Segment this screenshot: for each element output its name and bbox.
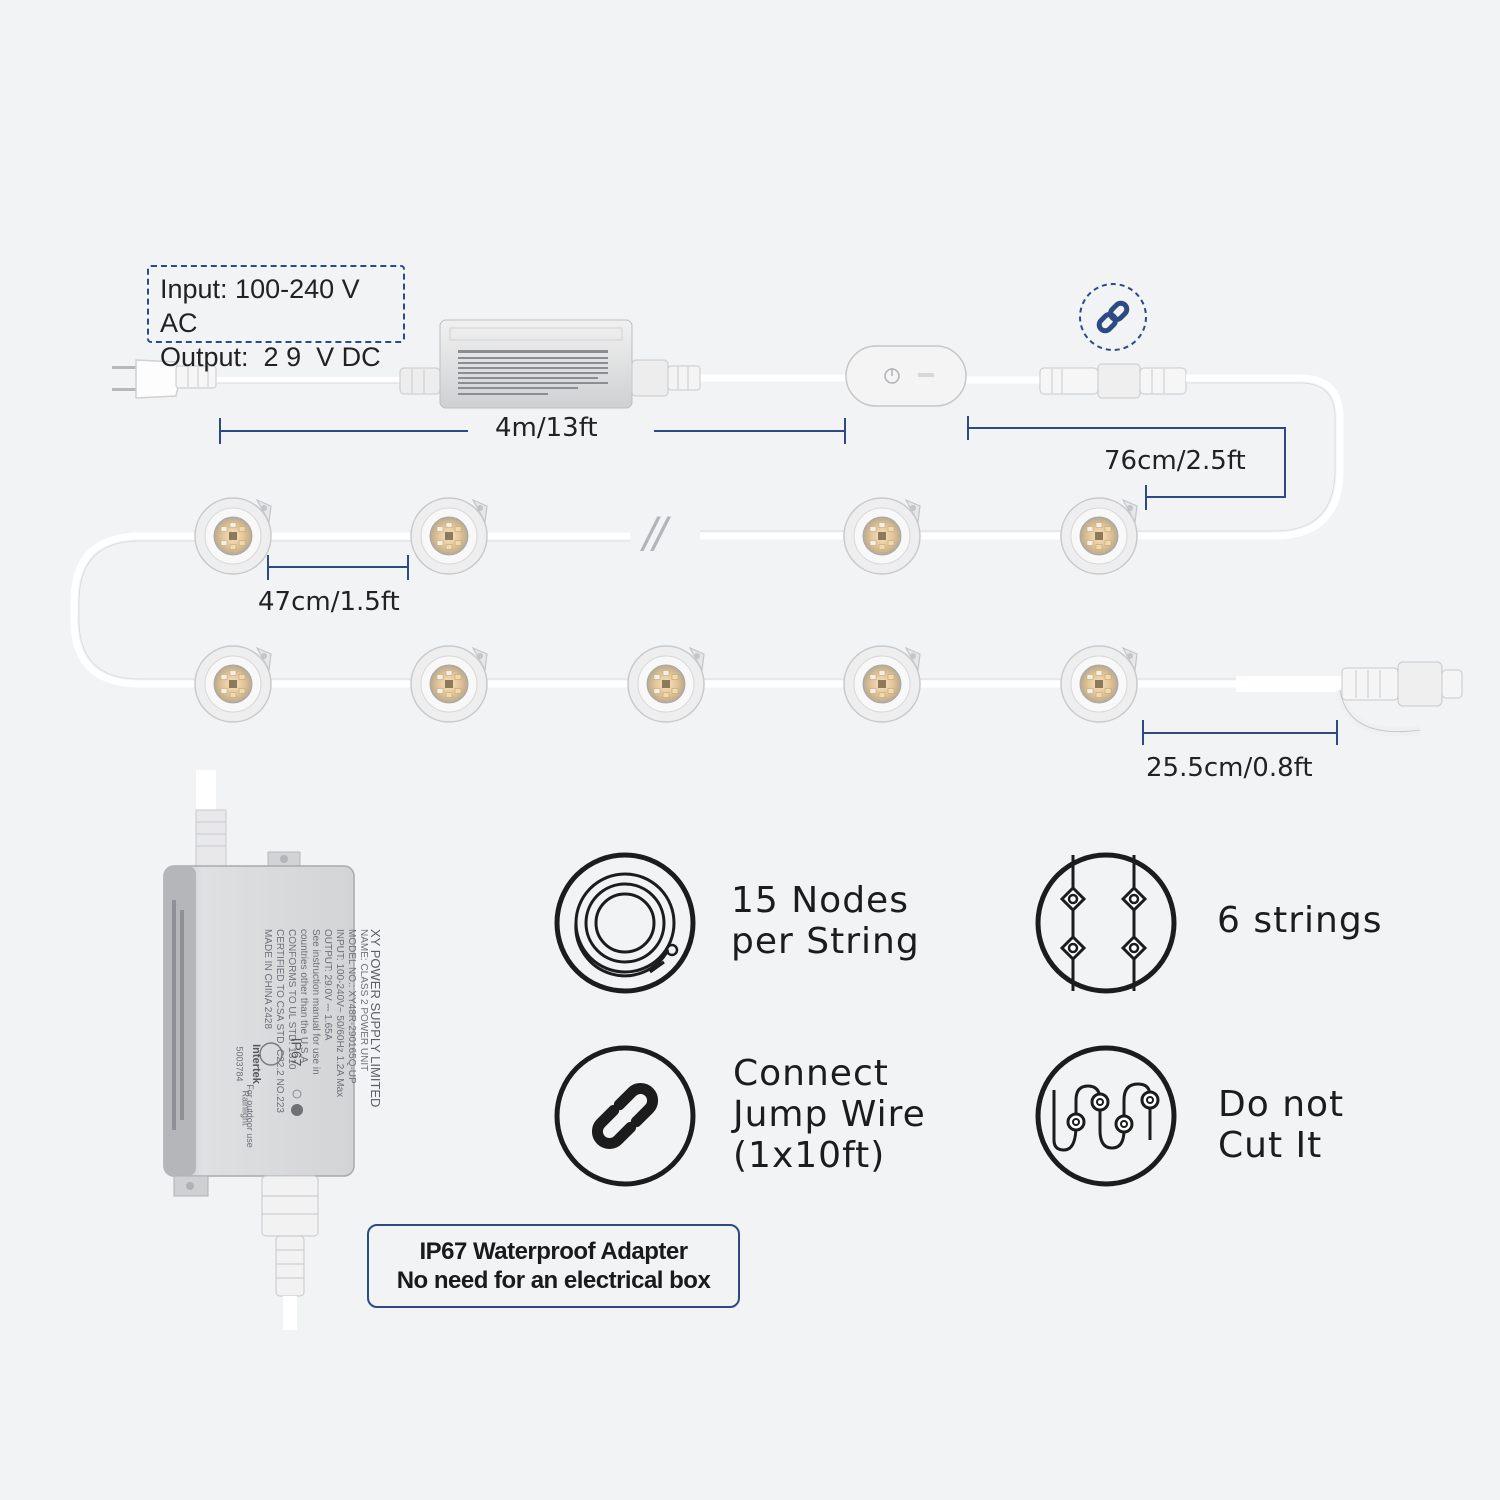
adapter-line-9: MADE IN CHINA 2428 [262,929,273,1030]
adapter-label: XY POWER SUPPLY LIMITED NAME: CLASS 2 PO… [241,929,383,1219]
adapter-line-8: CERTIFIED TO CSA STD. C22.2 NO.223 [274,929,285,1113]
adapter-line-5: See instruction manual for use in [310,929,321,1075]
power-spec-box: Input: 100-240 V AC Output: 2 9 V DC [147,265,405,372]
feature-nodes-line-2: per String [731,921,920,962]
light-nodes [194,497,1138,723]
strings-icon [1035,852,1177,994]
adapter-note-box: IP67 Waterproof Adapter No need for an e… [367,1224,740,1308]
wired-nodes-icon [1035,1045,1177,1187]
tail-length-label: 25.5cm/0.8ft [1146,753,1313,783]
adapter-rating: IP67 [288,1037,305,1067]
output-spec: Output: 2 9 V DC [160,342,381,372]
controller-button [845,345,967,407]
light-node [1060,497,1138,575]
light-node [843,645,921,723]
feature-nodes-line-1: 15 Nodes [731,880,909,921]
adapter-line-7: CONFORMS TO UL STD. 1310 [286,929,297,1070]
adapter-brand: XY POWER SUPPLY LIMITED [368,929,383,1108]
dimension-lines [219,416,1338,745]
feature-no-cut-text: Do not Cut It [1218,1084,1344,1166]
jump-connector [1039,363,1187,399]
adapter-cert: Intertek [249,1044,262,1084]
adapter-rainlight: Rainlight [240,1090,251,1126]
lead-length-label: 76cm/2.5ft [1104,446,1246,476]
end-connector [1236,661,1463,737]
feature-nodes-text: 15 Nodes per String [731,880,920,962]
light-node [1060,645,1138,723]
feature-jump-wire-text: Connect Jump Wire (1x10ft) [733,1053,926,1176]
light-string-cable [70,374,1344,688]
light-node [410,645,488,723]
link-badge-icon [1079,283,1147,351]
coil-icon [554,852,696,994]
input-spec: Input: 100-240 V AC [160,274,360,338]
node-spacing-label: 47cm/1.5ft [258,587,400,617]
plug-icon [112,359,217,399]
adapter-note-line-1: IP67 Waterproof Adapter [419,1238,688,1265]
feature-jump-wire-line-2: Jump Wire [733,1094,926,1135]
cord-length-label: 4m/13ft [495,413,598,443]
light-node [410,497,488,575]
feature-no-cut-line-2: Cut It [1218,1125,1323,1166]
feature-strings-text: 6 strings [1217,900,1382,941]
feature-jump-wire-line-3: (1x10ft) [733,1135,886,1176]
feature-strings-line-1: 6 strings [1217,900,1383,941]
adapter-line-2: MODEL NO.: XY48R-290165Q-UP [346,929,357,1084]
power-adapter-top [399,319,701,409]
adapter-line-3: INPUT: 100-240V~ 50/60Hz 1.2A Max [334,929,345,1098]
light-node [843,497,921,575]
break-mark: // [643,508,667,557]
feature-no-cut-line-1: Do not [1218,1084,1345,1125]
feature-jump-wire-line-1: Connect [733,1053,889,1094]
light-node [194,497,272,575]
large-power-adapter [163,770,355,1330]
chain-link-icon [554,1045,696,1187]
adapter-line-6: countries other than the U.S.A [298,929,309,1063]
adapter-cert-number: 5003784 [234,1046,245,1082]
light-node [194,645,272,723]
adapter-line-4: OUTPUT: 29.0V ⎓ 1.65A [322,929,333,1041]
light-node [627,645,705,723]
adapter-note-line-2: No need for an electrical box [396,1267,711,1294]
